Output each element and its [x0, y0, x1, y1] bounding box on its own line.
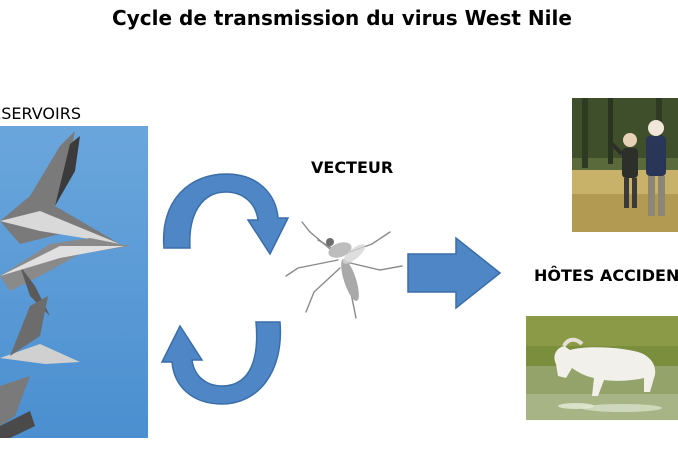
- label-hotes-accidentels: HÔTES ACCIDENTELS: [534, 266, 678, 285]
- host-horse-image: [526, 316, 678, 420]
- host-people-image: [572, 98, 678, 232]
- reservoir-birds-image: [0, 126, 148, 438]
- cycle-arrow-bottom: [160, 316, 284, 408]
- arrow-right: [404, 236, 504, 310]
- label-reservoirs: RÉSERVOIRS: [0, 104, 81, 123]
- mosquito-image: [280, 214, 410, 324]
- diagram-title: Cycle de transmission du virus West Nile: [112, 6, 572, 30]
- cycle-arrow-top: [160, 170, 290, 256]
- label-vecteur: VECTEUR: [311, 158, 394, 177]
